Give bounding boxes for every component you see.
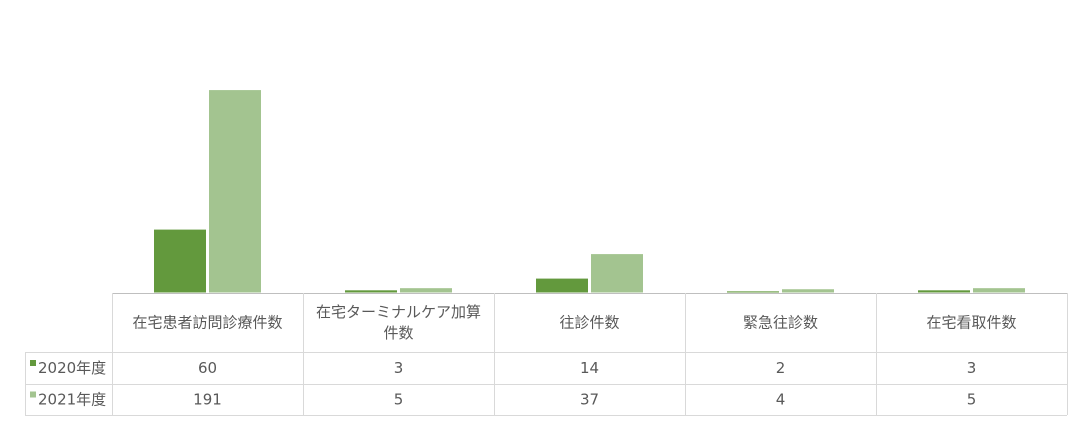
tick-label-2-line-1: 在宅ターミナルケア加算 [316,303,481,321]
bar-1-4 [726,290,780,294]
bars-layer [153,89,1026,294]
data-label-2-1: 191 [193,391,222,409]
legend-label-1: 2020年度 [38,359,106,377]
bar-2-3 [590,253,644,294]
bar-2-2 [399,287,453,294]
data-label-1-2: 3 [394,359,404,377]
tick-label-4: 緊急往診数 [743,314,818,332]
tick-label-3: 往診件数 [559,314,619,332]
bar-1-1 [153,228,207,294]
bar-1-3 [535,277,589,294]
data-label-1-3: 14 [580,359,599,377]
bar-2-5 [972,287,1026,294]
tick-label-1: 在宅患者訪問診療件数 [132,314,282,332]
data-table: 在宅患者訪問診療件数 在宅ターミナルケア加算件数 往診件数 緊急往診数 在宅看取件数 20… [25,293,1068,416]
tick-label-2: 在宅ターミナルケア加算件数 [316,303,481,342]
tick-label-2-line-2: 件数 [383,324,413,342]
bar-1-5 [917,289,971,294]
tick-label-5: 在宅看取件数 [926,314,1016,332]
data-label-2-2: 5 [394,391,404,409]
legend-label-2: 2021年度 [38,391,106,409]
legend-key-2 [30,391,36,398]
data-label-2-3: 37 [580,391,599,409]
legend-key-1 [30,360,36,366]
data-label-1-1: 60 [198,359,217,377]
bar-1-2 [344,289,398,294]
data-label-1-5: 3 [967,359,977,377]
data-label-2-5: 5 [967,391,977,409]
data-label-1-4: 2 [776,359,786,377]
data-label-2-4: 4 [776,391,786,409]
bar-2-4 [781,288,835,294]
bar-2-1 [208,89,262,294]
